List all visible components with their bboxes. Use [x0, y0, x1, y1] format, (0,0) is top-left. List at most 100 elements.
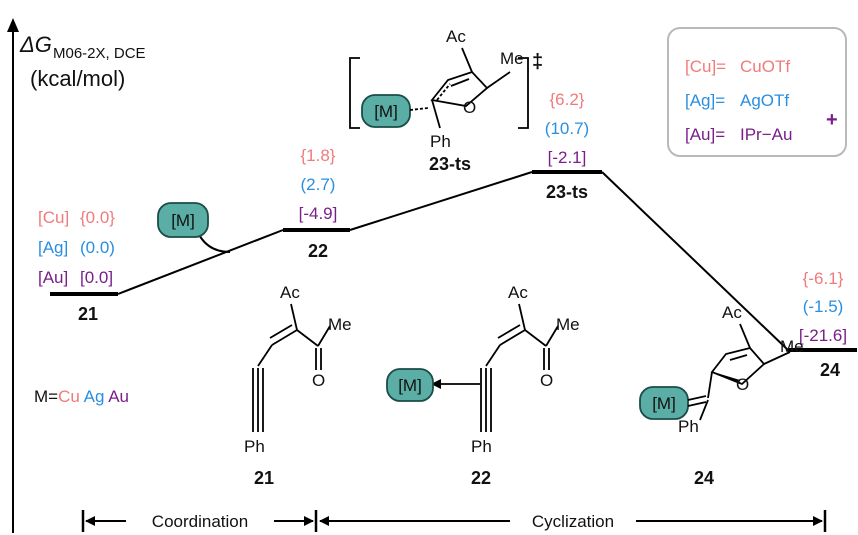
m24-label: 24 — [694, 468, 714, 488]
s22-ag-value: (2.7) — [301, 175, 336, 194]
m24-ac: Ac — [722, 303, 742, 322]
s21-name: 21 — [78, 304, 98, 324]
ts-partial-bond — [409, 107, 429, 111]
m21-o: O — [312, 371, 325, 390]
ts-ring-double — [450, 78, 470, 87]
m21-c2-c3-dbl — [269, 324, 293, 339]
m22-metal-badge — [386, 368, 434, 402]
m22-me-bond — [545, 325, 559, 347]
m24-ph-bond — [699, 399, 709, 421]
molecule-22: [M] Ac Me O Ph 22 — [386, 283, 580, 488]
m24-ring-double-b — [716, 373, 741, 382]
m24-furan-ring — [710, 346, 766, 386]
m21-ac: Ac — [280, 283, 300, 302]
ts-ring-partial — [436, 83, 451, 101]
m24-ac-bond — [739, 323, 751, 349]
s22-cu-value: {1.8} — [301, 146, 336, 165]
s23-cu-value: {6.2} — [550, 90, 585, 109]
ts-me: Me — [500, 49, 524, 68]
ts-metal-badge — [361, 94, 411, 128]
legend-cu-value: CuOTf — [740, 57, 790, 76]
m22-c1-c2 — [485, 344, 501, 367]
metal-note: M=Cu Ag Au — [34, 387, 129, 406]
legend-box — [667, 27, 847, 157]
legend-cu-label: [Cu]= — [685, 57, 726, 76]
s21-cu-value: {0.0} — [80, 208, 115, 227]
connector-21-22 — [117, 229, 284, 295]
s24-ag-value: (-1.5) — [803, 297, 844, 316]
axis-symbol: ΔG — [19, 32, 52, 57]
m22-co-bond — [524, 329, 547, 347]
ts-metal-label: [M] — [374, 102, 398, 121]
m22-ac: Ac — [508, 283, 528, 302]
m24-me: Me — [780, 337, 804, 356]
s24-au-value: [-21.6] — [799, 326, 847, 345]
m24-metal-label: [M] — [652, 394, 676, 413]
axis-unit: (kcal/mol) — [30, 66, 125, 91]
ts-dagger: ‡ — [532, 51, 543, 73]
ts-furan-ring — [430, 70, 489, 107]
ts-o: O — [463, 98, 476, 117]
m22-label: 22 — [471, 468, 491, 488]
m24-ring-double-a — [729, 354, 748, 361]
m22-ph: Ph — [471, 437, 492, 456]
stage-cyclization: Cyclization — [532, 512, 614, 531]
m24-o: O — [736, 375, 749, 394]
stage-coordination: Coordination — [152, 512, 248, 531]
legend-ag-value: AgOTf — [740, 91, 789, 110]
s22-au-value: [-4.9] — [299, 204, 338, 223]
m21-ph: Ph — [244, 437, 265, 456]
s21-ag-tag: [Ag] — [38, 238, 68, 257]
molecule-21: Ac Me O Ph 21 — [244, 283, 352, 488]
s21-cu-tag: [Cu] — [38, 208, 69, 227]
s24-name: 24 — [820, 360, 840, 380]
ts-ac: Ac — [446, 27, 466, 46]
molecule-24: [M] Ac Me O Ph 24 — [639, 303, 804, 488]
m24-me-bond — [763, 351, 791, 365]
m22-me: Me — [556, 315, 580, 334]
ts-ac-bond — [461, 47, 473, 73]
m24-exo-bond — [707, 371, 713, 399]
connector-23ts-24 — [601, 171, 789, 351]
legend-ag-label: [Ag]= — [685, 91, 725, 110]
m21-ac-bond — [290, 303, 298, 331]
legend-au-value: IPr−Au — [740, 125, 792, 144]
axis-subscript: M06-2X, DCE — [53, 45, 146, 62]
m24-carbene-b — [687, 401, 707, 407]
m22-c2-c3 — [499, 329, 526, 346]
s22-name: 22 — [308, 241, 328, 261]
legend-au-label: [Au]= — [685, 125, 725, 144]
m24-ph: Ph — [678, 417, 699, 436]
connector-22-23ts — [349, 171, 533, 231]
s23-name: 23-ts — [546, 182, 588, 202]
energy-axis-arrowhead — [7, 18, 19, 32]
s21-ag-value: (0.0) — [80, 238, 115, 257]
m22-metal-label: [M] — [398, 376, 422, 395]
m21-me-bond — [317, 325, 331, 347]
s23-ag-value: (10.7) — [545, 119, 589, 138]
s23-au-value: [-2.1] — [548, 148, 587, 167]
ts-ph: Ph — [430, 132, 451, 151]
ts-bracket-right — [518, 57, 529, 129]
metal-approach-label: [M] — [171, 211, 195, 230]
m21-c2-c3 — [271, 329, 298, 346]
s24-cu-value: {-6.1} — [803, 269, 844, 288]
m24-metal-badge — [639, 386, 689, 420]
m22-ac-bond — [518, 303, 526, 331]
ts-bracket-left — [349, 57, 360, 129]
m21-co-bond — [296, 329, 319, 347]
m21-label: 21 — [254, 468, 274, 488]
s21-au-value: [0.0] — [80, 268, 113, 287]
m21-c1-c2 — [257, 344, 273, 367]
m22-o: O — [540, 371, 553, 390]
m22-c2-c3-dbl — [497, 324, 521, 339]
ts-ph-bond — [431, 99, 441, 129]
ts-structure: ‡ [M] Ac Me O Ph 23-ts — [349, 27, 543, 174]
m24-carbene-a — [687, 395, 707, 401]
ts-label: 23-ts — [429, 154, 471, 174]
s21-au-tag: [Au] — [38, 268, 68, 287]
metal-approach-badge — [157, 202, 209, 238]
legend-au-charge: + — [826, 109, 838, 131]
m21-me: Me — [328, 315, 352, 334]
